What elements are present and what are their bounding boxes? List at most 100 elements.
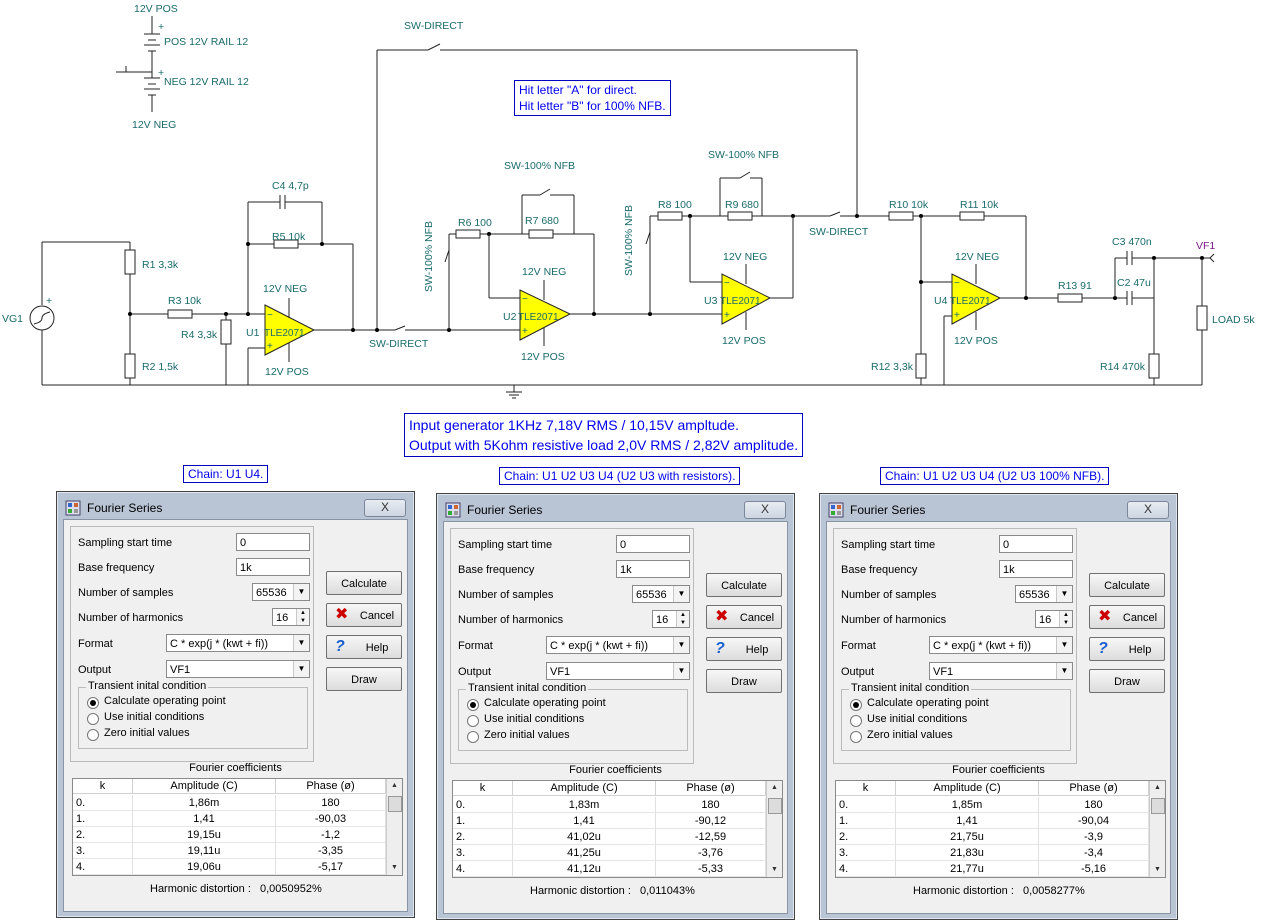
cancel-button[interactable]: ✖ Cancel [326, 603, 402, 627]
help-button[interactable]: ? Help [1089, 637, 1165, 661]
fourier-row[interactable]: 1. 1,41 -90,12 [453, 813, 782, 829]
fourier-row[interactable]: 0. 1,86m 180 [73, 795, 402, 811]
col-k-header[interactable]: k [836, 781, 896, 796]
dialog-titlebar[interactable]: Fourier Series X [443, 499, 788, 521]
chevron-down-icon[interactable]: ▼ [293, 661, 309, 677]
close-button[interactable]: X [364, 499, 406, 517]
col-phase-header[interactable]: Phase (ø) [1039, 781, 1149, 796]
format-select[interactable]: C * exp(j * (kwt + fi)) ▼ [546, 636, 690, 654]
radio-calc-op-label[interactable]: Calculate operating point [867, 697, 989, 709]
num-samples-select[interactable]: 65536 ▼ [632, 585, 690, 603]
cancel-button[interactable]: ✖ Cancel [1089, 605, 1165, 629]
table-scrollbar[interactable]: ▲ ▼ [1149, 781, 1165, 877]
chevron-down-icon[interactable]: ▼ [1056, 663, 1072, 679]
calculate-button[interactable]: Calculate [326, 571, 402, 595]
help-button[interactable]: ? Help [706, 637, 782, 661]
radio-calc-op-label[interactable]: Calculate operating point [484, 697, 606, 709]
output-select[interactable]: VF1 ▼ [546, 662, 690, 680]
fourier-row[interactable]: 4. 19,06u -5,17 [73, 859, 402, 875]
fourier-row[interactable]: 0. 1,83m 180 [453, 797, 782, 813]
output-select[interactable]: VF1 ▼ [929, 662, 1073, 680]
format-select[interactable]: C * exp(j * (kwt + fi)) ▼ [166, 634, 310, 652]
radio-calc-op[interactable] [87, 697, 99, 709]
scroll-thumb[interactable] [1151, 798, 1165, 814]
fourier-row[interactable]: 2. 21,75u -3,9 [836, 829, 1165, 845]
radio-use-initial[interactable] [850, 715, 862, 727]
col-k-header[interactable]: k [73, 779, 133, 794]
chevron-down-icon[interactable]: ▼ [1056, 586, 1072, 602]
draw-button[interactable]: Draw [706, 669, 782, 693]
scroll-down-icon[interactable]: ▼ [1154, 866, 1161, 873]
num-harmonics-spinner[interactable]: 16 ▲▼ [272, 608, 310, 626]
base-frequency-input[interactable]: 1k [236, 558, 310, 576]
chevron-down-icon[interactable]: ▼ [673, 637, 689, 653]
scroll-thumb[interactable] [768, 798, 782, 814]
fourier-row[interactable]: 2. 19,15u -1,2 [73, 827, 402, 843]
radio-use-initial-label[interactable]: Use initial conditions [104, 711, 205, 723]
num-samples-select[interactable]: 65536 ▼ [252, 583, 310, 601]
chevron-down-icon[interactable]: ▼ [293, 635, 309, 651]
fourier-row[interactable]: 4. 41,12u -5,33 [453, 861, 782, 877]
num-samples-select[interactable]: 65536 ▼ [1015, 585, 1073, 603]
format-select[interactable]: C * exp(j * (kwt + fi)) ▼ [929, 636, 1073, 654]
calculate-button[interactable]: Calculate [706, 573, 782, 597]
calculate-button[interactable]: Calculate [1089, 573, 1165, 597]
radio-use-initial[interactable] [467, 715, 479, 727]
spinner-arrows-icon[interactable]: ▲▼ [1059, 611, 1072, 627]
help-button[interactable]: ? Help [326, 635, 402, 659]
fourier-row[interactable]: 3. 21,83u -3,4 [836, 845, 1165, 861]
fourier-row[interactable]: 2. 41,02u -12,59 [453, 829, 782, 845]
cancel-button[interactable]: ✖ Cancel [706, 605, 782, 629]
sampling-start-input[interactable]: 0 [999, 535, 1073, 553]
chevron-down-icon[interactable]: ▼ [1056, 637, 1072, 653]
radio-use-initial-label[interactable]: Use initial conditions [484, 713, 585, 725]
close-button[interactable]: X [1127, 501, 1169, 519]
fourier-row[interactable]: 3. 41,25u -3,76 [453, 845, 782, 861]
scroll-up-icon[interactable]: ▲ [391, 782, 398, 789]
base-frequency-input[interactable]: 1k [616, 560, 690, 578]
radio-use-initial[interactable] [87, 713, 99, 725]
sampling-start-input[interactable]: 0 [616, 535, 690, 553]
fourier-row[interactable]: 0. 1,85m 180 [836, 797, 1165, 813]
table-scrollbar[interactable]: ▲ ▼ [766, 781, 782, 877]
radio-zero-initial-label[interactable]: Zero initial values [867, 729, 953, 741]
table-scrollbar[interactable]: ▲ ▼ [386, 779, 402, 875]
col-amplitude-header[interactable]: Amplitude (C) [513, 781, 656, 796]
dialog-titlebar[interactable]: Fourier Series X [826, 499, 1171, 521]
radio-zero-initial[interactable] [467, 731, 479, 743]
fourier-row[interactable]: 1. 1,41 -90,03 [73, 811, 402, 827]
draw-button[interactable]: Draw [326, 667, 402, 691]
scroll-down-icon[interactable]: ▼ [391, 864, 398, 871]
sampling-start-input[interactable]: 0 [236, 533, 310, 551]
scroll-thumb[interactable] [388, 796, 402, 812]
fourier-row[interactable]: 4. 21,77u -5,16 [836, 861, 1165, 877]
chevron-down-icon[interactable]: ▼ [293, 584, 309, 600]
scroll-up-icon[interactable]: ▲ [771, 784, 778, 791]
col-amplitude-header[interactable]: Amplitude (C) [133, 779, 276, 794]
col-k-header[interactable]: k [453, 781, 513, 796]
radio-zero-initial[interactable] [87, 729, 99, 741]
spinner-arrows-icon[interactable]: ▲▼ [676, 611, 689, 627]
radio-zero-initial-label[interactable]: Zero initial values [104, 727, 190, 739]
output-select[interactable]: VF1 ▼ [166, 660, 310, 678]
chevron-down-icon[interactable]: ▼ [673, 586, 689, 602]
base-frequency-input[interactable]: 1k [999, 560, 1073, 578]
dialog-titlebar[interactable]: Fourier Series X [63, 497, 408, 519]
close-button[interactable]: X [744, 501, 786, 519]
radio-zero-initial-label[interactable]: Zero initial values [484, 729, 570, 741]
radio-calc-op-label[interactable]: Calculate operating point [104, 695, 226, 707]
chevron-down-icon[interactable]: ▼ [673, 663, 689, 679]
num-harmonics-spinner[interactable]: 16 ▲▼ [652, 610, 690, 628]
radio-calc-op[interactable] [850, 699, 862, 711]
spinner-arrows-icon[interactable]: ▲▼ [296, 609, 309, 625]
fourier-row[interactable]: 1. 1,41 -90,04 [836, 813, 1165, 829]
scroll-up-icon[interactable]: ▲ [1154, 784, 1161, 791]
col-amplitude-header[interactable]: Amplitude (C) [896, 781, 1039, 796]
col-phase-header[interactable]: Phase (ø) [276, 779, 386, 794]
radio-zero-initial[interactable] [850, 731, 862, 743]
scroll-down-icon[interactable]: ▼ [771, 866, 778, 873]
fourier-row[interactable]: 3. 19,11u -3,35 [73, 843, 402, 859]
radio-calc-op[interactable] [467, 699, 479, 711]
draw-button[interactable]: Draw [1089, 669, 1165, 693]
num-harmonics-spinner[interactable]: 16 ▲▼ [1035, 610, 1073, 628]
